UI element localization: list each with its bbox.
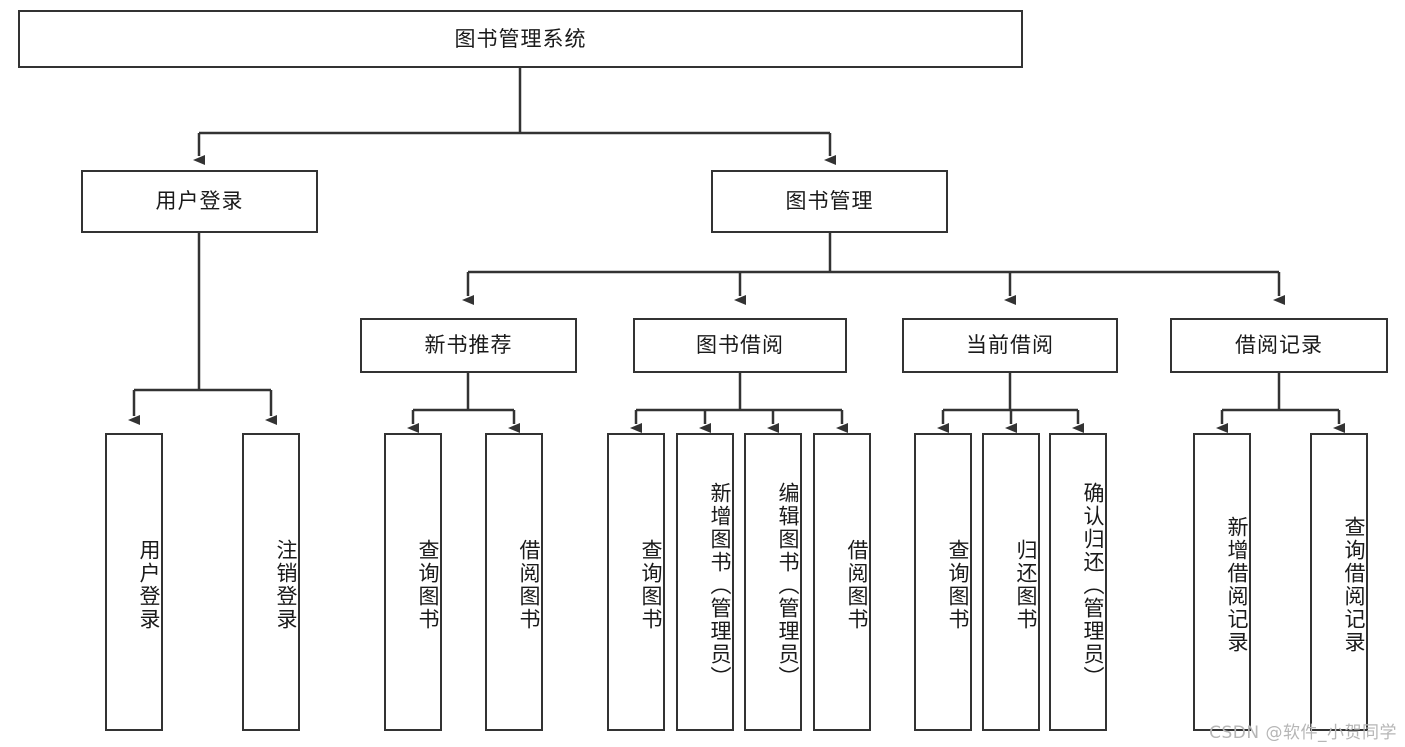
node-leaf-borrow-book-2[interactable]: 借阅图书 xyxy=(813,433,871,731)
node-label: 确认归还（管理员） xyxy=(1081,481,1105,689)
node-label: 用户登录 xyxy=(155,189,244,214)
node-label: 新增借阅记录 xyxy=(1225,516,1249,654)
node-leaf-logout-login[interactable]: 注销登录 xyxy=(242,433,300,731)
node-label: 编辑图书（管理员） xyxy=(776,481,800,689)
node-label: 借阅记录 xyxy=(1235,333,1323,358)
node-book-borrow[interactable]: 图书借阅 xyxy=(633,318,847,373)
node-borrow-record[interactable]: 借阅记录 xyxy=(1170,318,1388,373)
node-leaf-return-book[interactable]: 归还图书 xyxy=(982,433,1040,731)
node-leaf-confirm-return[interactable]: 确认归还（管理员） xyxy=(1049,433,1107,731)
node-label: 当前借阅 xyxy=(966,333,1054,358)
node-leaf-add-record[interactable]: 新增借阅记录 xyxy=(1193,433,1251,731)
node-label: 新书推荐 xyxy=(424,333,513,358)
node-label: 注销登录 xyxy=(274,539,298,631)
node-leaf-borrow-book-1[interactable]: 借阅图书 xyxy=(485,433,543,731)
csdn-watermark: CSDN @软件_小贺同学 xyxy=(1209,723,1397,743)
node-leaf-edit-book[interactable]: 编辑图书（管理员） xyxy=(744,433,802,731)
node-leaf-add-book[interactable]: 新增图书（管理员） xyxy=(676,433,734,731)
node-leaf-query-record[interactable]: 查询借阅记录 xyxy=(1310,433,1368,731)
node-book-management[interactable]: 图书管理 xyxy=(711,170,948,233)
node-leaf-query-book-2[interactable]: 查询图书 xyxy=(607,433,665,731)
node-label: 图书管理 xyxy=(785,189,874,214)
node-root-system[interactable]: 图书管理系统 xyxy=(18,10,1023,68)
node-label: 查询借阅记录 xyxy=(1342,516,1366,654)
node-label: 借阅图书 xyxy=(517,539,541,631)
node-label: 借阅图书 xyxy=(845,539,869,631)
node-user-login[interactable]: 用户登录 xyxy=(81,170,318,233)
node-leaf-query-book-1[interactable]: 查询图书 xyxy=(384,433,442,731)
node-label: 查询图书 xyxy=(639,539,663,631)
node-label: 查询图书 xyxy=(416,539,440,631)
node-current-borrow[interactable]: 当前借阅 xyxy=(902,318,1118,373)
node-label: 归还图书 xyxy=(1014,539,1038,631)
node-label: 新增图书（管理员） xyxy=(708,481,732,689)
node-leaf-user-login[interactable]: 用户登录 xyxy=(105,433,163,731)
node-leaf-query-book-3[interactable]: 查询图书 xyxy=(914,433,972,731)
node-label: 图书管理系统 xyxy=(454,26,587,51)
node-new-book-recommend[interactable]: 新书推荐 xyxy=(360,318,577,373)
node-label: 用户登录 xyxy=(137,539,161,631)
node-label: 查询图书 xyxy=(946,539,970,631)
node-label: 图书借阅 xyxy=(696,333,784,358)
